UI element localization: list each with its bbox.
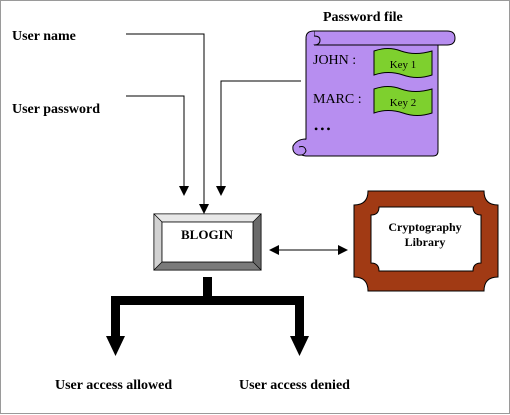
blogin-label: BLOGIN	[181, 227, 234, 242]
password-entry-user-1: JOHN :	[313, 53, 356, 68]
crypto-library-frame	[353, 190, 499, 292]
password-file-connector	[216, 80, 301, 196]
allowed-arrowhead	[106, 336, 125, 356]
user-access-allowed-label: User access allowed	[55, 378, 172, 393]
crypto-library-line2: Library	[405, 235, 446, 249]
key-2-label: Key 2	[390, 97, 417, 109]
user-password-label: User password	[12, 102, 100, 117]
password-entries-ellipsis: •••	[314, 122, 333, 136]
key-2-flag	[373, 86, 433, 116]
user-name-label: User name	[12, 29, 76, 44]
scroll-top-roll	[313, 30, 456, 46]
output-branches	[106, 277, 309, 356]
password-entry-user-2: MARC :	[313, 92, 362, 107]
crypto-library-line1: Cryptography	[388, 220, 461, 234]
scroll-bottom-curl	[292, 138, 307, 156]
branch-crossbar	[111, 296, 304, 305]
blogin-library-link	[269, 245, 348, 255]
branch-right-leg	[295, 296, 304, 338]
password-file-title: Password file	[323, 10, 403, 25]
user-password-connector	[126, 95, 189, 196]
branch-stem	[203, 277, 212, 299]
key-1-flag	[373, 48, 433, 78]
key-1-label: Key 1	[390, 59, 417, 71]
denied-arrowhead	[290, 336, 309, 356]
user-access-denied-label: User access denied	[239, 378, 350, 393]
user-name-connector	[126, 33, 209, 214]
blogin-box	[153, 213, 262, 271]
branch-left-leg	[111, 296, 120, 338]
